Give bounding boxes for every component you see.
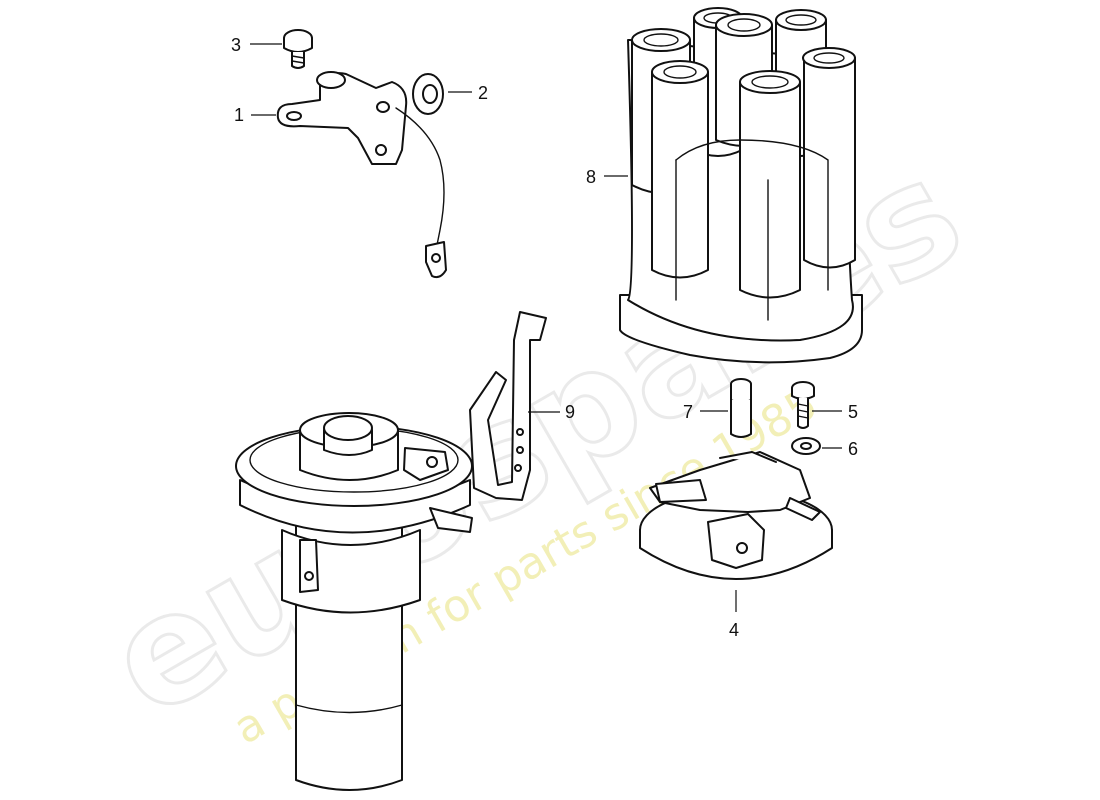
callout-1: 1 (234, 105, 244, 125)
cap-towers (631, 7, 856, 299)
callout-7: 7 (683, 402, 693, 422)
screw-cap[interactable] (791, 381, 815, 429)
rotor[interactable] (639, 451, 833, 580)
callout-4: 4 (729, 620, 739, 640)
callout-2: 2 (478, 83, 488, 103)
distributor-cap[interactable] (619, 7, 863, 364)
grommet[interactable] (412, 73, 444, 115)
carbon-brush[interactable] (730, 378, 752, 438)
washer[interactable] (791, 437, 821, 455)
callout-3: 3 (231, 35, 241, 55)
callout-9: 9 (565, 402, 575, 422)
bracket[interactable] (469, 311, 547, 501)
screw-small[interactable] (283, 29, 313, 69)
callout-8: 8 (586, 167, 596, 187)
contact-breaker-points[interactable] (276, 71, 447, 279)
distributor-body (235, 412, 473, 791)
callout-5: 5 (848, 402, 858, 422)
callout-6: 6 (848, 439, 858, 459)
callouts: 3 2 1 8 9 7 5 6 4 (231, 35, 858, 640)
leader-lines (250, 43, 842, 612)
